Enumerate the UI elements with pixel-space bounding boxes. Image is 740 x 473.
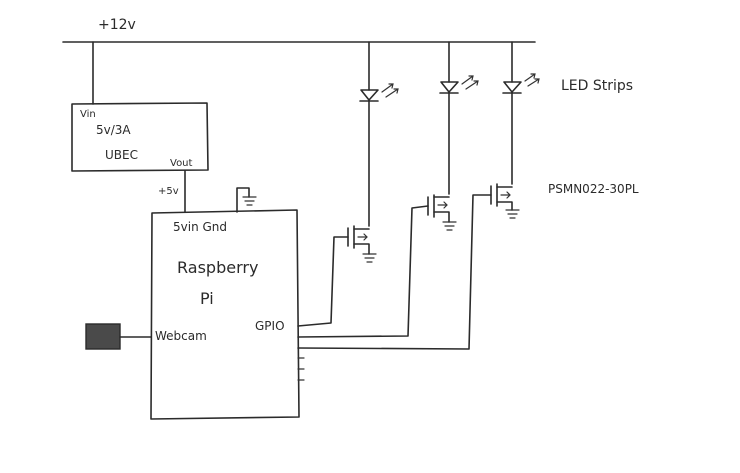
ubec-vin-label: Vin — [80, 109, 96, 120]
pi-ground-symbol — [236, 187, 257, 213]
ubec-spec-label: 5v/3A — [96, 123, 131, 137]
pi-pins-label: 5vin Gnd — [173, 220, 227, 234]
supply-label: +5v — [158, 186, 179, 197]
raspberry-pi-board: 5vin Gnd Raspberry Pi GPIO Webcam — [150, 209, 305, 420]
mosfet-label: PSMN022-30PL — [548, 182, 639, 196]
led-channel-3 — [502, 41, 540, 185]
webcam-label: Webcam — [155, 329, 207, 343]
ubec-vout-label: Vout — [170, 158, 193, 169]
rail-label: +12v — [98, 17, 136, 33]
mosfet-q2 — [297, 194, 457, 338]
mosfet-q1 — [297, 225, 377, 327]
gpio-label: GPIO — [255, 319, 285, 333]
led-channel-2 — [439, 41, 479, 195]
power-rail-12v: +12v — [62, 17, 536, 43]
ubec-name-label: UBEC — [105, 148, 138, 162]
pi-name-line1: Raspberry — [177, 258, 258, 277]
led-channel-1 — [359, 41, 399, 227]
mosfet-q3 — [297, 183, 520, 350]
mosfet-switches: PSMN022-30PL — [297, 182, 639, 350]
pi-name-line2: Pi — [200, 289, 214, 308]
webcam-device — [85, 323, 152, 350]
ubec-regulator: Vin 5v/3A UBEC Vout +5v — [71, 41, 209, 213]
led-strips-label: LED Strips — [561, 78, 633, 94]
led-strip-channels: LED Strips — [359, 41, 633, 227]
